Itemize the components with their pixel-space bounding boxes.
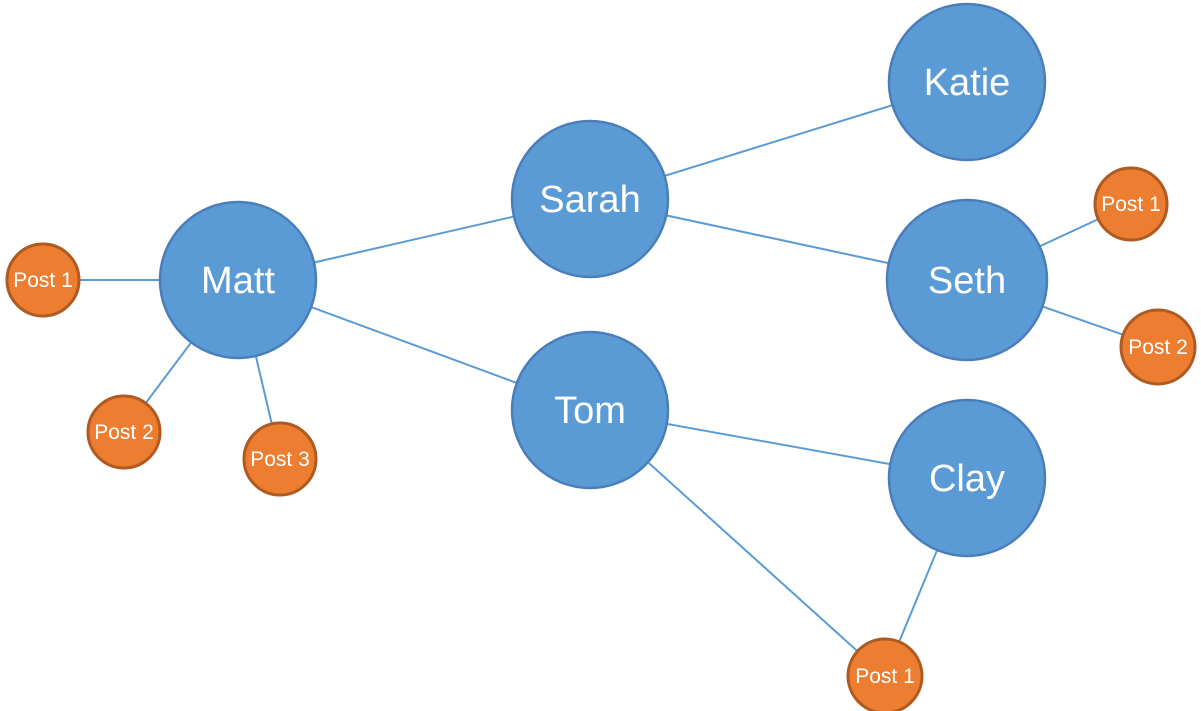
node-katie: Katie <box>887 2 1047 162</box>
post-circle-matt-post-3 <box>242 421 318 497</box>
node-seth-post-2: Post 2 <box>1119 308 1197 386</box>
post-circle-matt-post-2 <box>86 394 162 470</box>
post-circle-matt-post-1 <box>5 242 81 318</box>
node-matt: Matt <box>158 200 318 360</box>
node-tom-post-1: Post 1 <box>846 637 924 711</box>
post-circle-seth-post-1 <box>1093 166 1169 242</box>
person-circle-matt <box>158 200 318 360</box>
node-tom: Tom <box>510 330 670 490</box>
node-sarah: Sarah <box>510 119 670 279</box>
node-clay: Clay <box>887 398 1047 558</box>
person-circle-katie <box>887 2 1047 162</box>
node-seth: Seth <box>885 198 1049 362</box>
post-circle-tom-post-1 <box>846 637 924 711</box>
post-circle-seth-post-2 <box>1119 308 1197 386</box>
node-matt-post-3: Post 3 <box>242 421 318 497</box>
person-circle-sarah <box>510 119 670 279</box>
person-circle-clay <box>887 398 1047 558</box>
person-circle-tom <box>510 330 670 490</box>
node-matt-post-1: Post 1 <box>5 242 81 318</box>
node-matt-post-2: Post 2 <box>86 394 162 470</box>
person-circle-seth <box>885 198 1049 362</box>
node-seth-post-1: Post 1 <box>1093 166 1169 242</box>
